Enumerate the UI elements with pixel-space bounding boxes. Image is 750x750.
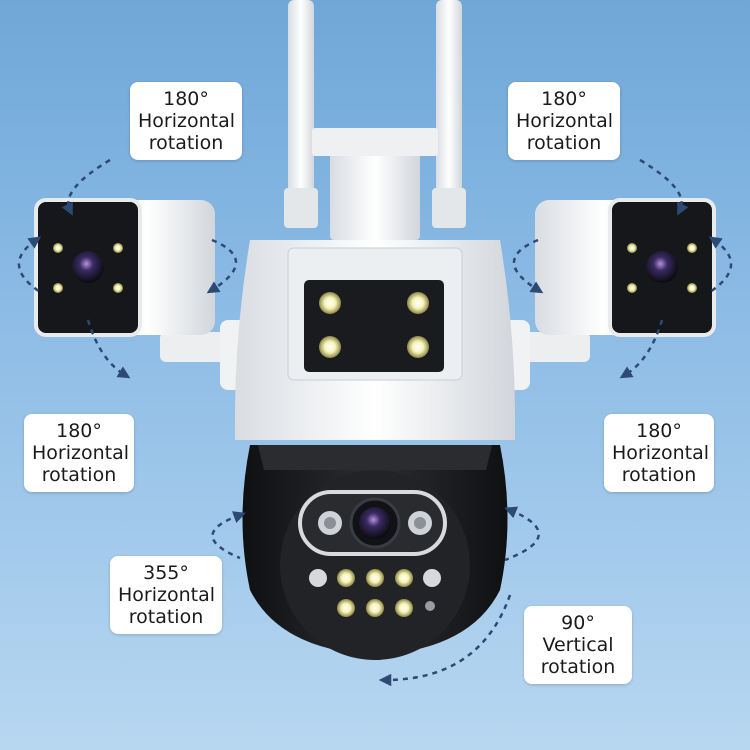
camera-lens-icon	[646, 251, 678, 283]
label-type: Horizontal	[118, 584, 216, 606]
left-side-camera	[34, 198, 215, 337]
right-side-camera	[535, 198, 716, 337]
label-angle: 90°	[561, 612, 595, 634]
label-angle: 180°	[636, 420, 682, 442]
rotation-label-top-left: 180° Horizontal rotation	[130, 82, 242, 160]
label-type: Horizontal	[612, 442, 710, 464]
label-type: Horizontal	[138, 110, 236, 132]
label-type: Vertical	[542, 634, 614, 656]
ir-led-icon	[407, 292, 429, 314]
camera-lens-icon	[72, 251, 104, 283]
rotation-label-mid-left: 180° Horizontal rotation	[24, 414, 134, 492]
rotation-label-bottom-left: 355° Horizontal rotation	[110, 556, 222, 634]
camera-lens-icon	[359, 507, 391, 539]
label-word: rotation	[621, 464, 697, 486]
upper-light-panel	[287, 247, 463, 381]
rotation-label-mid-right: 180° Horizontal rotation	[604, 414, 714, 492]
label-word: rotation	[41, 464, 117, 486]
label-angle: 180°	[163, 88, 209, 110]
label-word: rotation	[148, 132, 224, 154]
label-word: rotation	[540, 656, 616, 678]
rotation-label-top-right: 180° Horizontal rotation	[508, 82, 620, 160]
label-angle: 180°	[541, 88, 587, 110]
ir-led-icon	[407, 336, 429, 358]
label-angle: 180°	[56, 420, 102, 442]
label-word: rotation	[128, 606, 204, 628]
rotation-arrow-icon	[17, 158, 733, 687]
label-type: Horizontal	[32, 442, 130, 464]
ptz-dome	[242, 445, 508, 660]
mount-bracket	[330, 140, 420, 240]
rotation-label-bottom-right: 90° Vertical rotation	[524, 606, 632, 684]
wifi-antenna-icon	[284, 0, 466, 228]
ir-led-icon	[319, 336, 341, 358]
label-word: rotation	[526, 132, 602, 154]
label-angle: 355°	[143, 562, 189, 584]
ir-led-icon	[319, 292, 341, 314]
label-type: Horizontal	[516, 110, 614, 132]
